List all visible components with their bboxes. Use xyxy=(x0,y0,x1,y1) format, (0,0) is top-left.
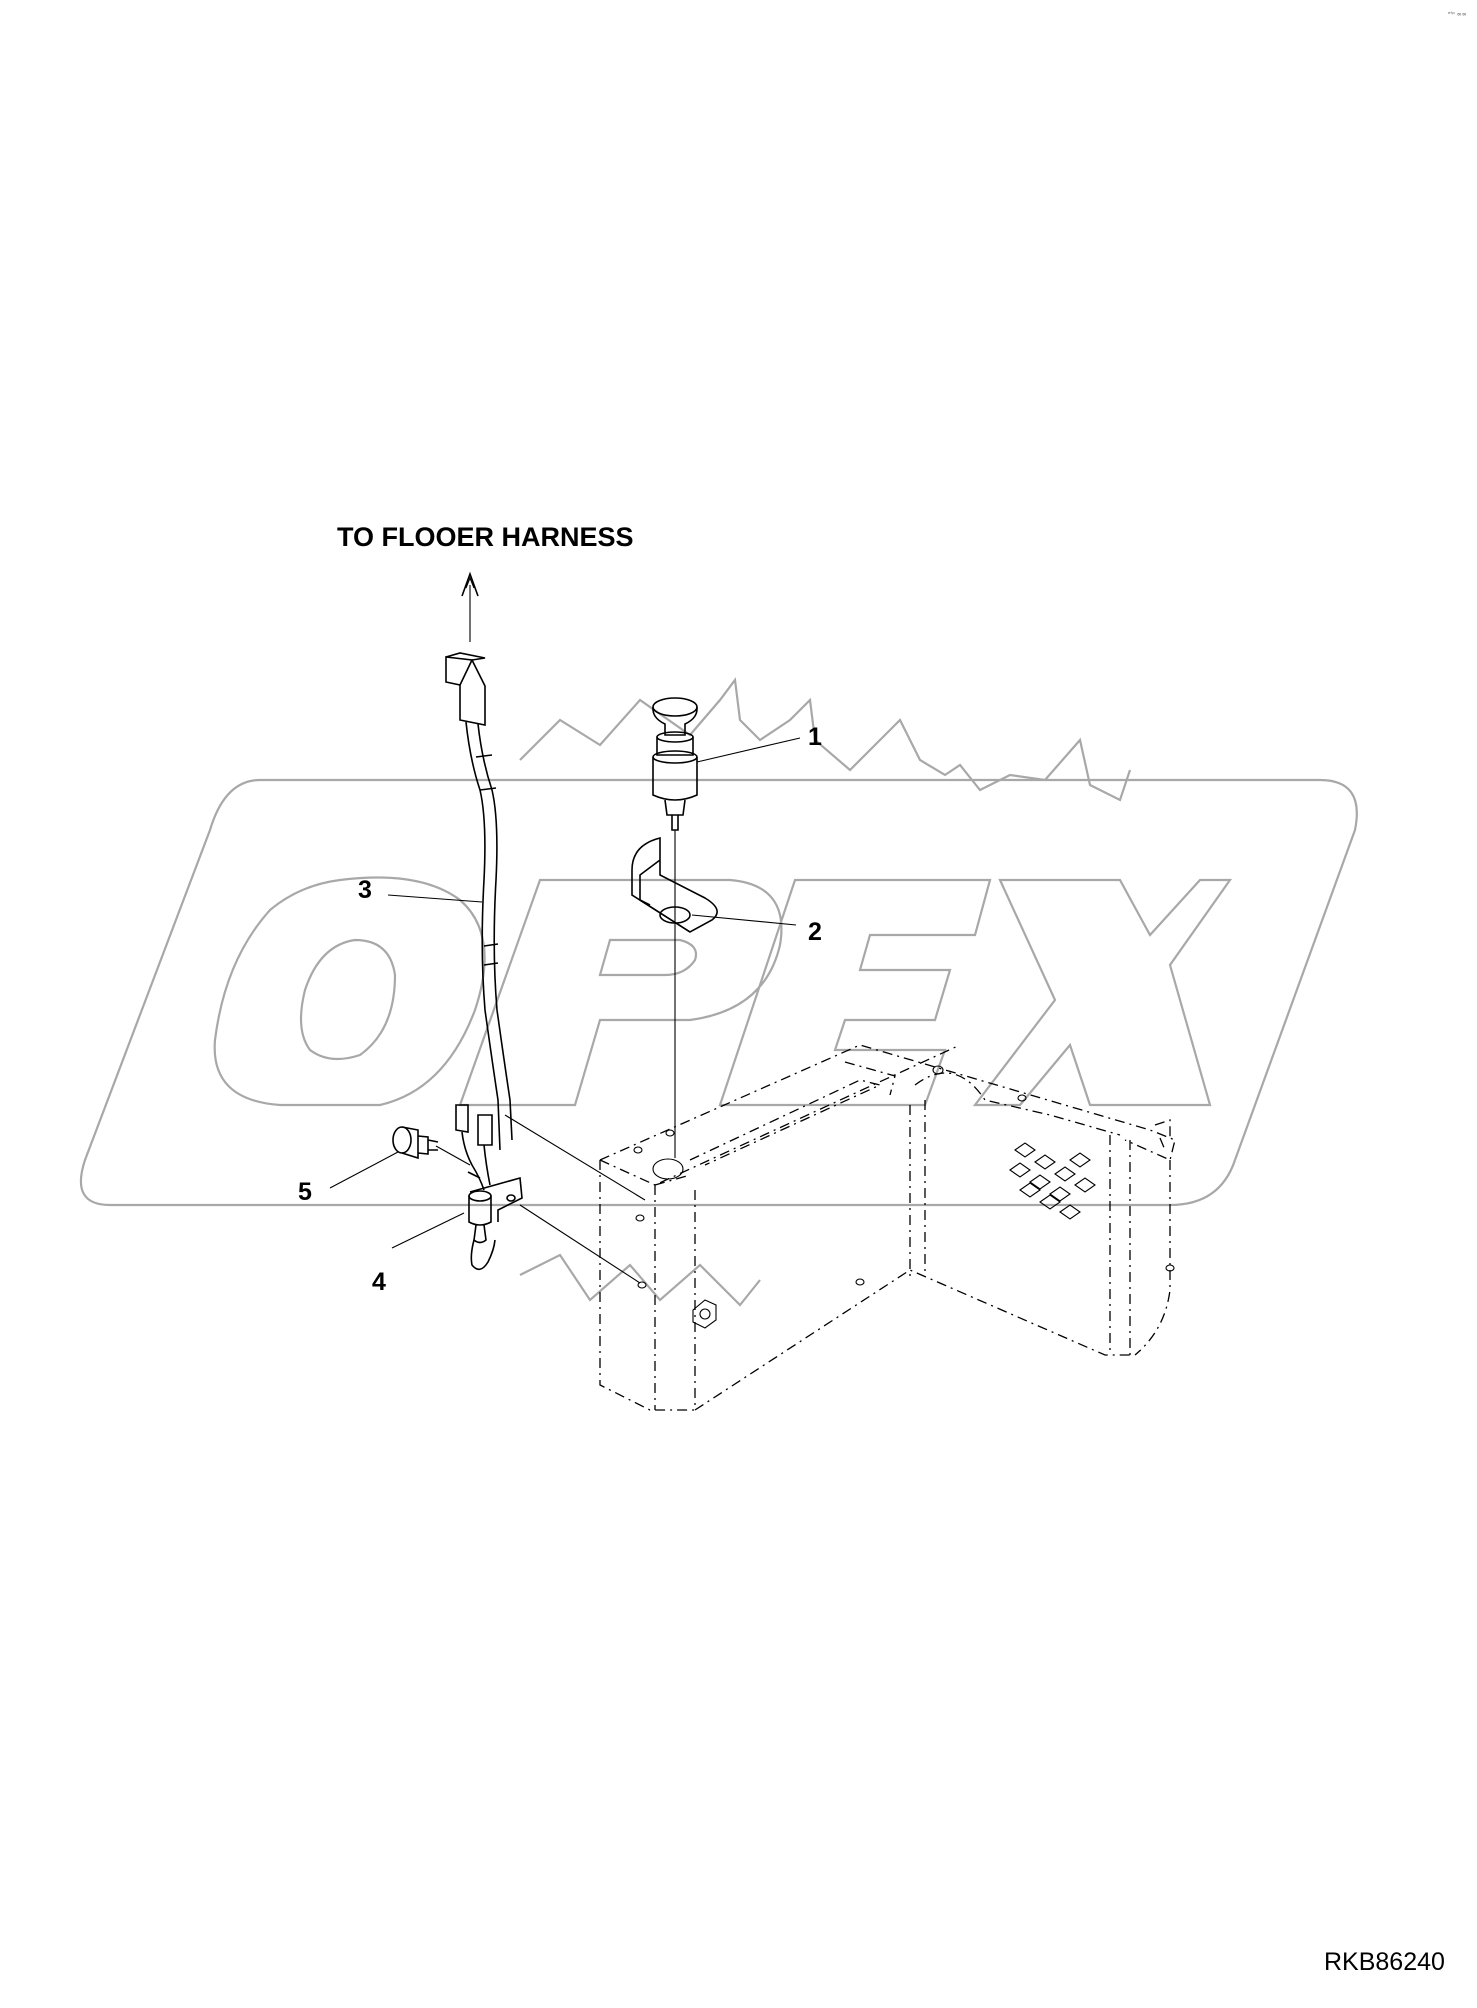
header-label: TO FLOOER HARNESS xyxy=(337,522,634,552)
callout-5: 5 xyxy=(298,1178,312,1206)
harness-direction-arrow xyxy=(461,571,479,642)
watermark-frame xyxy=(79,778,1358,1207)
callout-1: 1 xyxy=(808,723,822,751)
leader-5 xyxy=(329,1151,399,1189)
part-4-clamp xyxy=(468,1176,641,1284)
watermark-letter-p xyxy=(458,878,783,1107)
part-5-screw xyxy=(392,1126,471,1166)
leader-4 xyxy=(391,1212,465,1249)
watermark-logo xyxy=(79,677,1358,1307)
leader-2 xyxy=(691,914,797,926)
callout-4: 4 xyxy=(372,1268,386,1296)
drawing-code: RKB86240 xyxy=(1324,1948,1445,1976)
callout-2: 2 xyxy=(808,918,822,946)
part-2-bracket xyxy=(631,836,718,933)
watermark-gear xyxy=(519,677,1132,1307)
corner-mark: ᵉᶠᵖ ∞∞ xyxy=(1448,11,1467,18)
lower-nut xyxy=(692,1299,717,1329)
watermark-letter-o xyxy=(213,876,486,1107)
housing-bracket xyxy=(599,1044,1176,1411)
callout-leaders xyxy=(329,737,801,1249)
callout-3: 3 xyxy=(358,876,372,904)
part-3-harness xyxy=(445,652,646,1201)
mount-hole-top xyxy=(652,1158,684,1180)
leader-1 xyxy=(696,737,801,763)
part-1-switch xyxy=(652,697,698,831)
vent-grille xyxy=(1009,1142,1096,1220)
leader-3 xyxy=(387,894,483,903)
watermark-letter-x xyxy=(972,878,1233,1107)
